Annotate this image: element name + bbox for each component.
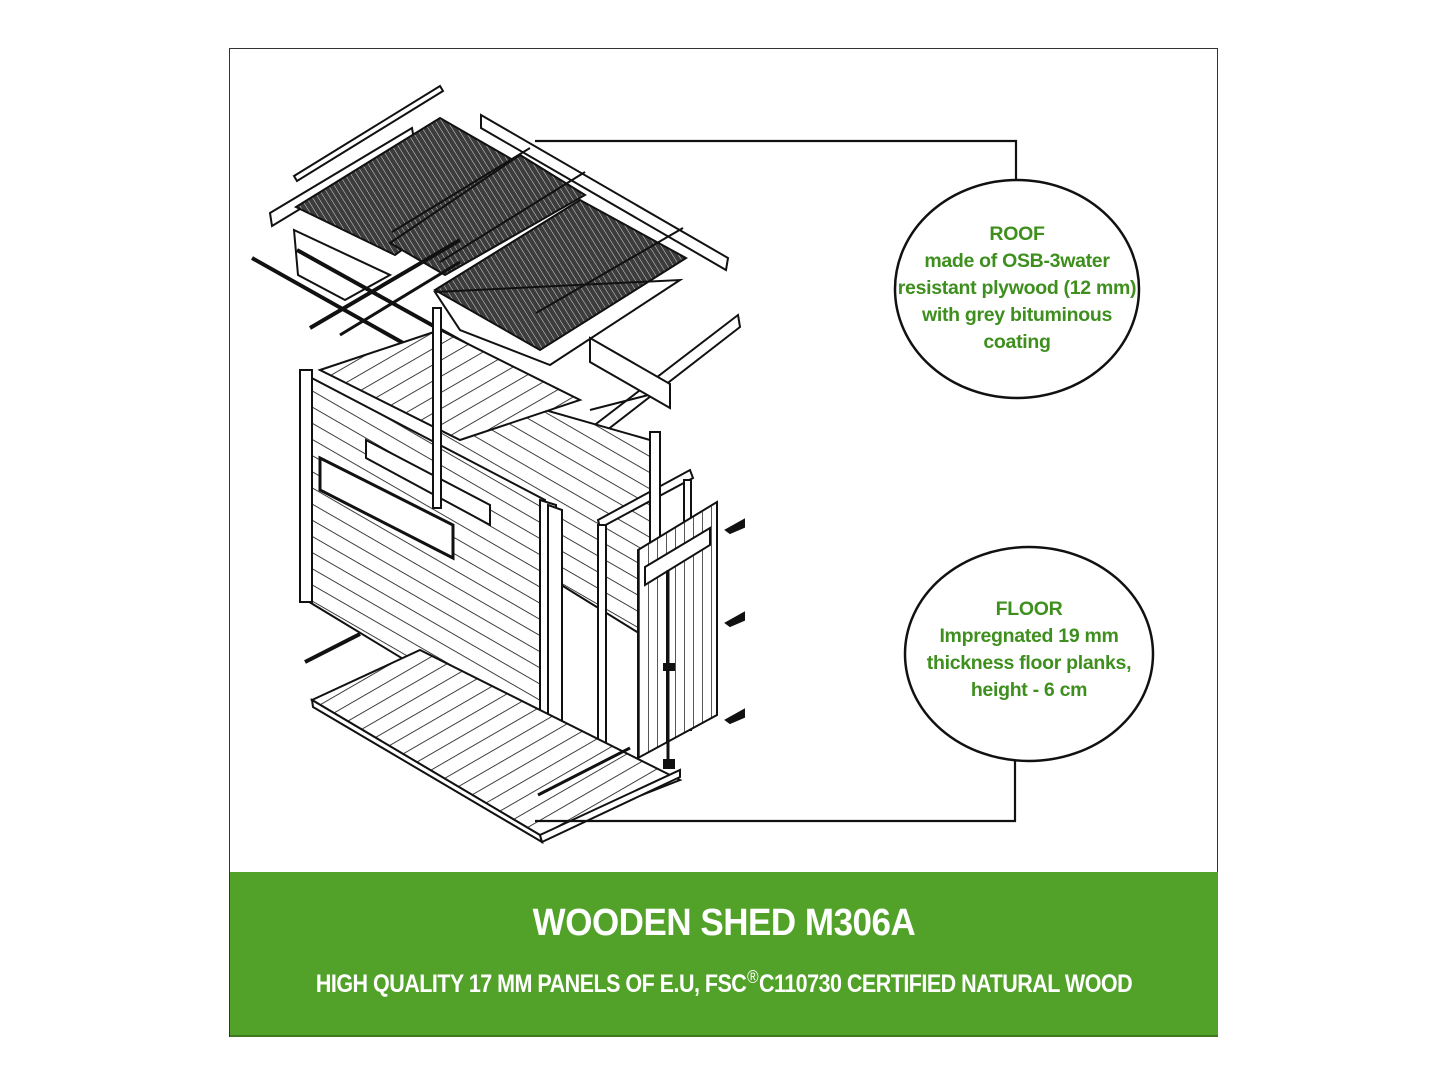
- hinge-bracket-icon: [724, 518, 745, 535]
- wall-left-post: [299, 369, 313, 603]
- door-frame-left: [597, 524, 607, 748]
- roof-plywood-1: [292, 228, 393, 302]
- subtitle-text-2: C110730 CERTIFIED NATURAL WOOD: [758, 970, 1133, 998]
- floor-joist: [304, 632, 361, 664]
- window-frame-inner: [365, 438, 491, 527]
- roof-callout: ROOF made of OSB-3water resistant plywoo…: [895, 221, 1139, 356]
- floor-callout-title: FLOOR: [995, 598, 1063, 620]
- hinge-bracket-icon: [724, 708, 745, 725]
- roof-callout-line: coating: [983, 331, 1051, 353]
- floor-joist: [537, 746, 631, 797]
- window-frame: [318, 455, 455, 561]
- roof-callout-line: with grey bituminous: [921, 304, 1113, 326]
- hinge-bracket-icon: [724, 611, 745, 628]
- floor-callout: FLOOR Impregnated 19 mm thickness floor …: [905, 596, 1153, 704]
- roof-leader-line: [535, 139, 1018, 180]
- wall-rear-top: [317, 328, 583, 442]
- door-crossbar: [644, 526, 711, 587]
- roof-callout-ellipse: [893, 178, 1141, 400]
- wall-assembly: [299, 307, 695, 757]
- roof-panel-3: [433, 198, 688, 352]
- registered-mark: ®: [747, 967, 759, 987]
- roof-batten: [439, 171, 586, 263]
- floor-assembly: [304, 632, 683, 845]
- door-bolt: [663, 759, 675, 769]
- roof-callout-title: ROOF: [989, 223, 1045, 245]
- floor-callout-ellipse: [903, 545, 1155, 763]
- door-assembly: [637, 500, 745, 769]
- product-title: WOODEN SHED M306A: [532, 902, 916, 944]
- roof-callout-line: resistant plywood (12 mm): [897, 277, 1137, 299]
- roof-fascia-right: [480, 113, 730, 272]
- roof-beam-end: [589, 336, 671, 410]
- floor-callout-line: thickness floor planks,: [926, 652, 1132, 674]
- roof-callout-line: made of OSB-3water: [924, 250, 1110, 272]
- product-banner: WOODEN SHED M306A HIGH QUALITY 17 MM PAN…: [230, 872, 1218, 1037]
- floor-leader-line: [535, 760, 1017, 823]
- door-handle: [663, 663, 675, 671]
- roof-batten: [391, 147, 531, 233]
- roof-rafter: [308, 238, 462, 330]
- product-subtitle: HIGH QUALITY 17 MM PANELS OF E.U, FSC®C1…: [299, 967, 1149, 999]
- roof-rafter: [339, 260, 461, 337]
- roof-edge-rail: [292, 84, 445, 183]
- roof-batten: [535, 227, 684, 314]
- floor-callout-line: height - 6 cm: [970, 679, 1088, 701]
- roof-plywood-2: [433, 278, 684, 367]
- floor-edge-right: [538, 768, 681, 844]
- center-post: [432, 307, 442, 509]
- subtitle-text: HIGH QUALITY 17 MM PANELS OF E.U, FSC: [315, 970, 747, 998]
- roof-panel-2: [388, 153, 587, 277]
- floor-callout-line: Impregnated 19 mm: [939, 625, 1119, 647]
